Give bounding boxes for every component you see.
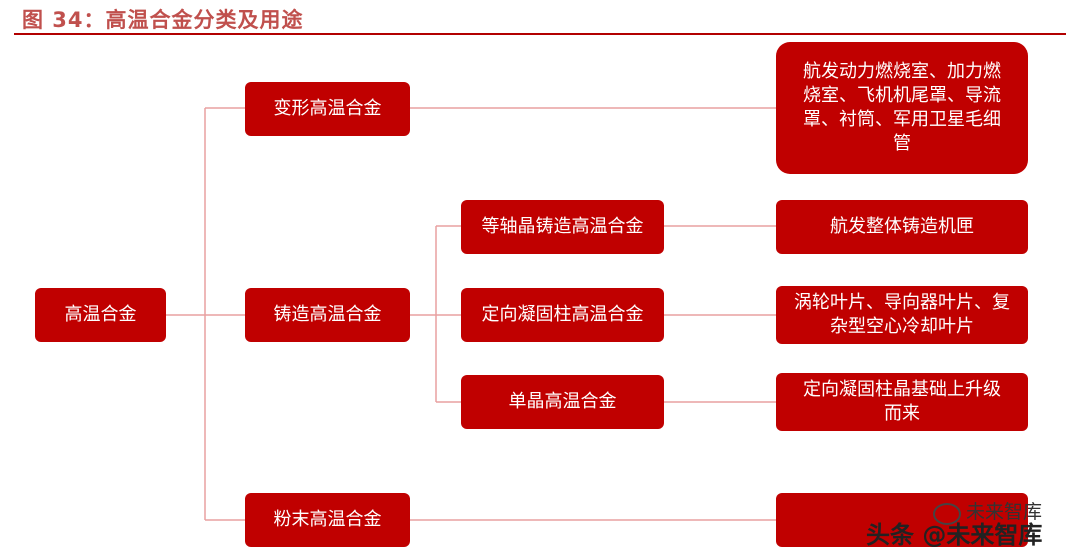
watermark-small: 未来智库	[966, 501, 1043, 523]
watermark-large: 头条 @未来智库	[866, 521, 1043, 549]
node-single-crystal: 单晶高温合金	[461, 375, 664, 429]
node-powder: 粉末高温合金	[245, 493, 410, 547]
node-equiaxed: 等轴晶铸造高温合金	[461, 200, 664, 254]
node-root: 高温合金	[35, 288, 166, 342]
use-directional: 涡轮叶片、导向器叶片、复杂型空心冷却叶片	[776, 286, 1028, 344]
title-divider	[14, 33, 1066, 35]
use-single-crystal: 定向凝固柱晶基础上升级而来	[776, 373, 1028, 431]
node-directional: 定向凝固柱高温合金	[461, 288, 664, 342]
use-equiaxed: 航发整体铸造机匣	[776, 200, 1028, 254]
use-wrought: 航发动力燃烧室、加力燃烧室、飞机机尾罩、导流罩、衬筒、军用卫星毛细管	[776, 42, 1028, 174]
node-cast: 铸造高温合金	[245, 288, 410, 342]
node-wrought: 变形高温合金	[245, 82, 410, 136]
wechat-icon	[933, 503, 961, 525]
figure-title: 图 34：高温合金分类及用途	[22, 8, 304, 32]
use-powder	[776, 493, 1028, 547]
